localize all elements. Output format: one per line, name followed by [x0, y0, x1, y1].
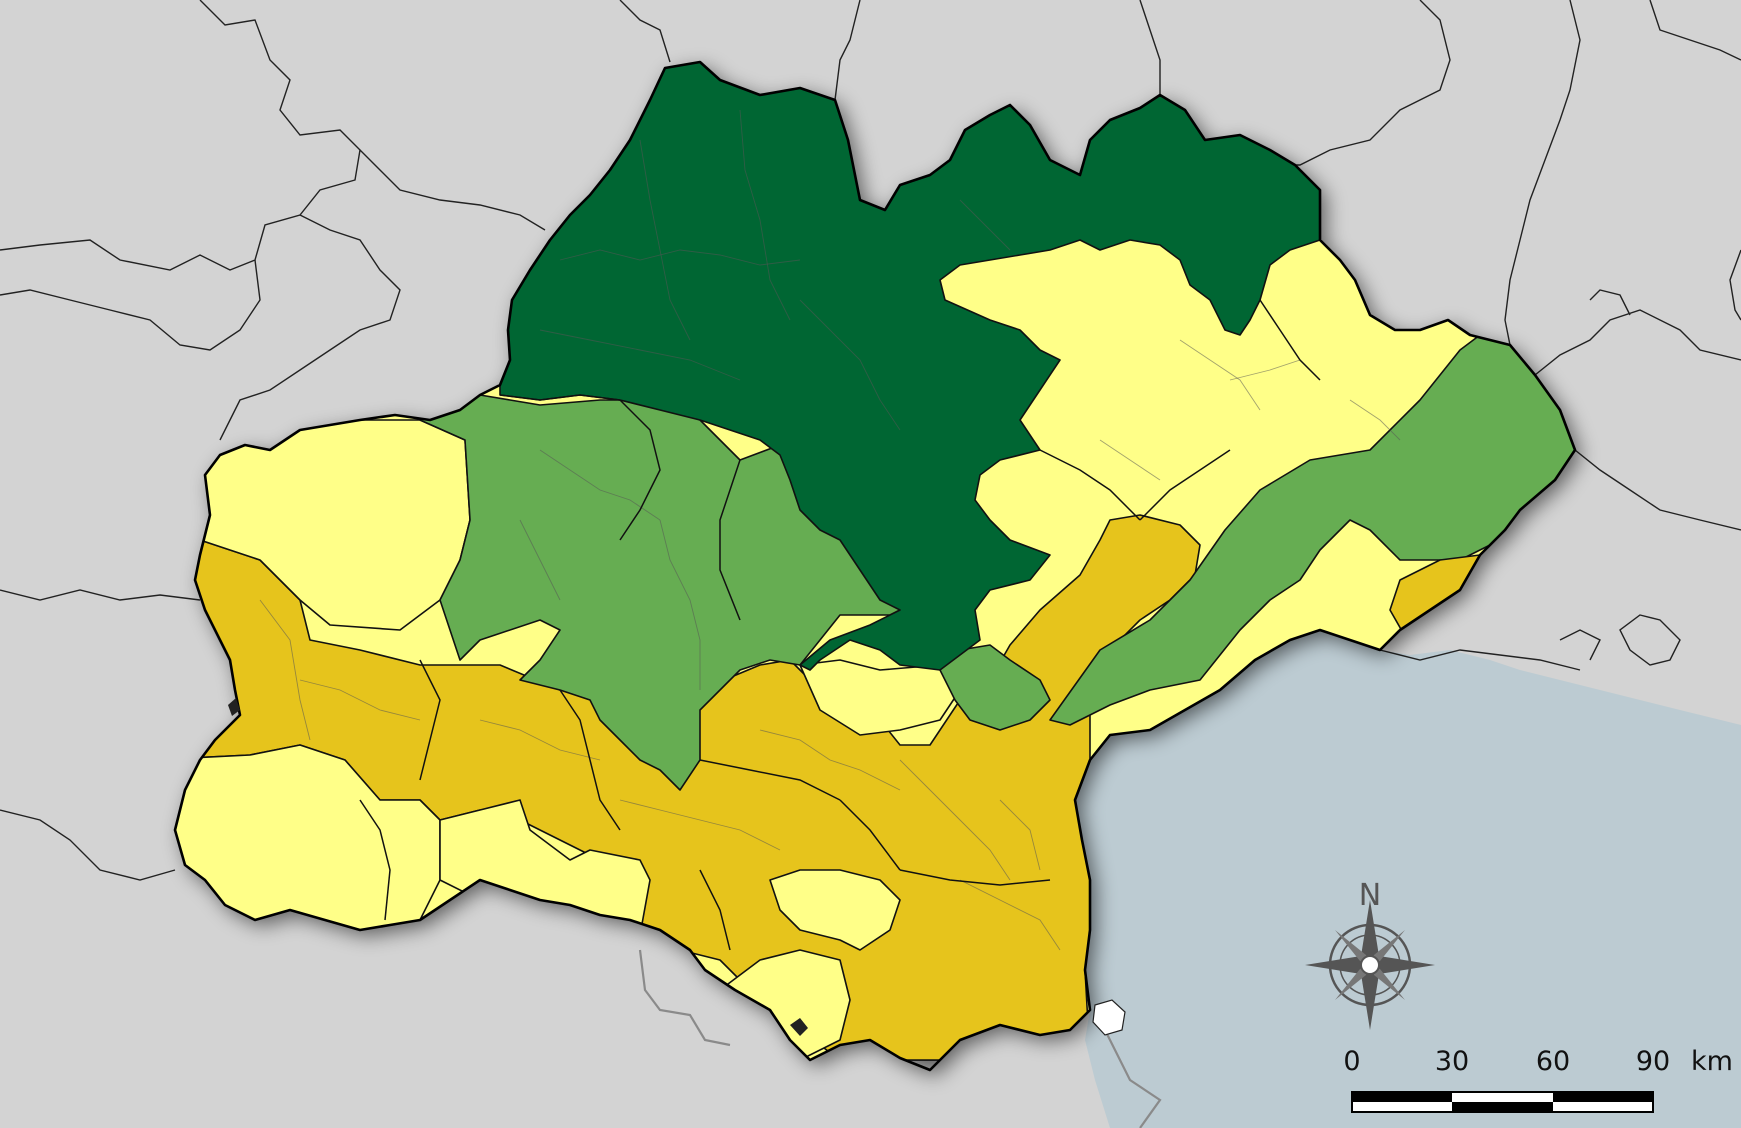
zone-class-3-corbieres[interactable] [799, 659, 961, 736]
scale-unit: km [1691, 1046, 1733, 1077]
scale-tick-60: 60 [1536, 1046, 1570, 1077]
compass-north-point [1361, 900, 1379, 965]
scale-segment-3 [1553, 1092, 1653, 1102]
compass-nw-point [1335, 930, 1370, 965]
compass-south-point [1361, 965, 1379, 1030]
north-label: N [1359, 878, 1381, 913]
zone-class-2-east[interactable] [1049, 319, 1575, 726]
andorra-enclave [1092, 999, 1126, 1036]
compass-rose: N [1305, 878, 1435, 1030]
department-boundaries [359, 299, 1321, 951]
small-dark-enclave-west [228, 698, 240, 716]
scale-tick-90: 90 [1636, 1046, 1670, 1077]
scale-tick-30: 30 [1435, 1046, 1469, 1077]
zone-class-1-north[interactable] [499, 60, 1321, 671]
mediterranean-sea [1075, 630, 1741, 1128]
scale-bar: 0 30 60 90 km [1343, 1046, 1733, 1113]
compass-east-point [1370, 956, 1435, 974]
scale-tick-0: 0 [1343, 1046, 1360, 1077]
compass-west-point [1305, 956, 1370, 974]
internal-boundaries [259, 109, 1401, 951]
compass-se-point [1370, 965, 1405, 1000]
scale-segment-2 [1452, 1102, 1553, 1112]
small-dark-enclave [790, 1018, 808, 1036]
compass-sw-point [1335, 965, 1370, 1000]
compass-ne-point [1370, 930, 1405, 965]
region-outline [173, 60, 1577, 1072]
zone-class-3-pyrenees-mid[interactable] [769, 869, 901, 951]
compass-center [1360, 955, 1380, 975]
zone-class-2-causses[interactable] [939, 644, 1051, 731]
scale-segment-1 [1352, 1092, 1452, 1102]
